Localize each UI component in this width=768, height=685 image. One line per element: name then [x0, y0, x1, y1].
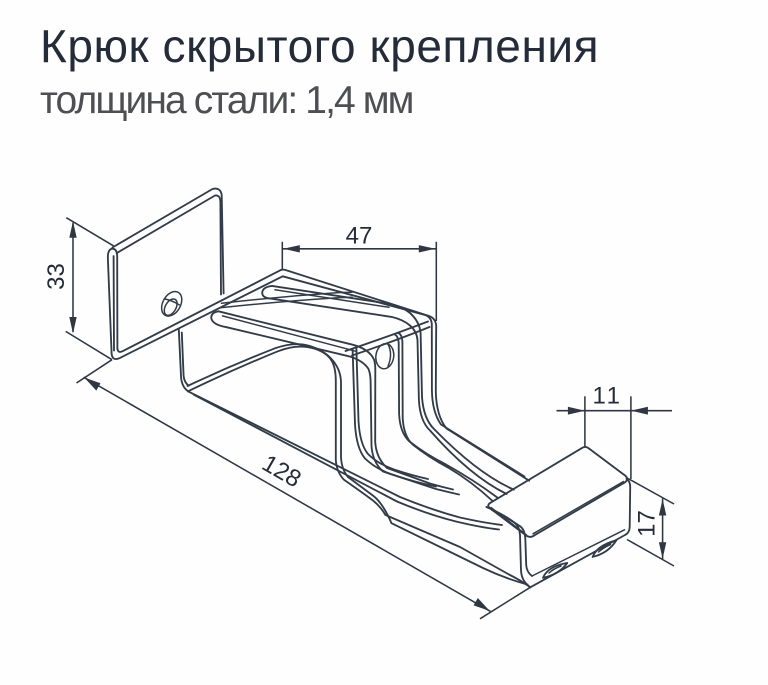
svg-text:33: 33	[43, 263, 70, 290]
svg-text:11: 11	[593, 383, 623, 410]
svg-text:128: 128	[257, 450, 305, 493]
svg-text:47: 47	[346, 223, 373, 250]
svg-text:17: 17	[634, 510, 661, 537]
